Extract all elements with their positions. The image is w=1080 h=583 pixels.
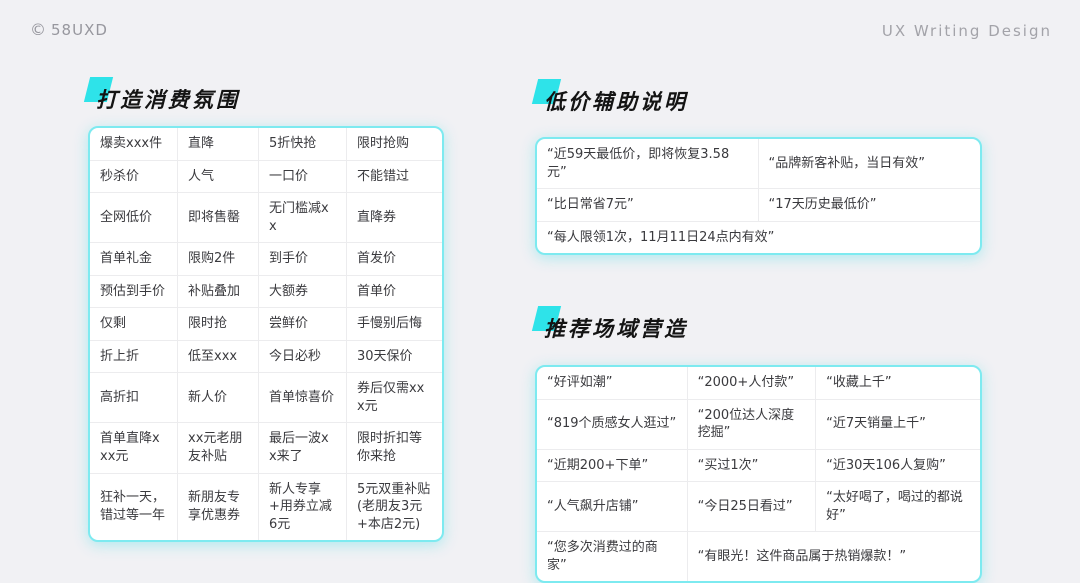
- table-cell: 全网低价: [90, 193, 178, 244]
- table-row: “近59天最低价，即将恢复3.58元”“品牌新客补贴，当日有效”: [537, 139, 980, 190]
- table-cell: 狂补一天，错过等一年: [90, 473, 178, 541]
- table-cell: 限时抢购: [346, 128, 442, 161]
- table-cell: 限购2件: [178, 243, 259, 276]
- table-cell: “人气飙升店铺”: [537, 482, 688, 533]
- table-cell: 人气: [178, 160, 259, 194]
- table-row: “每人限领1次，11月11日24点内有效”: [537, 222, 980, 254]
- section-title-recommend: 推荐场域营造: [531, 306, 688, 343]
- table-row: “好评如潮”“2000+人付款”“收藏上千”: [537, 367, 980, 400]
- table-cell: 新人价: [178, 373, 259, 424]
- table-cell: “近期200+下单”: [537, 449, 688, 483]
- watermark-text: UX Writing Design: [881, 22, 1052, 40]
- table-cell: 不能错过: [346, 161, 442, 194]
- table-cell: 到手价: [258, 243, 347, 276]
- section-title-lowprice: 低价辅助说明: [531, 79, 688, 116]
- table-cell: 仅剩: [90, 308, 178, 341]
- table-cell: 补贴叠加: [178, 275, 259, 309]
- table-cell: “近59天最低价，即将恢复3.58元”: [537, 139, 759, 190]
- table-cell: “太好喝了，喝过的都说好”: [816, 482, 980, 533]
- table-cell: 一口价: [258, 160, 347, 194]
- section-title-text: 打造消费氛围: [96, 88, 240, 112]
- table-row: “近期200+下单”“买过1次”“近30天106人复购”: [537, 449, 980, 483]
- table-row: 仅剩限时抢尝鲜价手慢别后悔: [90, 308, 442, 341]
- table-cell: 限时抢: [178, 308, 259, 341]
- table-cell: 直降券: [346, 193, 442, 244]
- table-cell: “17天历史最低价”: [758, 189, 980, 222]
- table-cell: “每人限领1次，11月11日24点内有效”: [547, 229, 775, 245]
- section-title-atmosphere: 打造消费氛围: [83, 77, 240, 114]
- table-cell: 5折快抢: [258, 128, 347, 161]
- table-cell: xx元老朋友补贴: [178, 423, 259, 474]
- brand-logo-text: 58UXD: [51, 20, 108, 39]
- table-cell: 今日必秒: [258, 340, 347, 374]
- table-cell: “200位达人深度挖掘”: [687, 399, 817, 450]
- table-cell: 首单直降xxx元: [90, 423, 178, 474]
- section-title-text: 推荐场域营造: [544, 317, 688, 341]
- table-row: “819个质感女人逛过”“200位达人深度挖掘”“近7天销量上千”: [537, 399, 980, 450]
- table-cell: 爆卖xxx件: [90, 128, 178, 161]
- table-cell: “比日常省7元”: [537, 189, 759, 222]
- table-cell: “品牌新客补贴，当日有效”: [758, 139, 980, 190]
- table-row: “您多次消费过的商家” “有眼光！这件商品属于热销爆款！”: [537, 532, 980, 582]
- table-cell: 首单惊喜价: [258, 373, 347, 424]
- table-lowprice: “近59天最低价，即将恢复3.58元”“品牌新客补贴，当日有效”“比日常省7元”…: [535, 137, 982, 256]
- copyright-icon: ©: [30, 20, 47, 39]
- table-cell: 券后仅需xxx元: [346, 373, 442, 424]
- table-cell: 限时折扣等你来抢: [346, 423, 442, 474]
- table-cell: “近7天销量上千”: [816, 400, 980, 450]
- table-recommend: “好评如潮”“2000+人付款”“收藏上千”“819个质感女人逛过”“200位达…: [535, 365, 982, 583]
- table-row: “比日常省7元”“17天历史最低价”: [537, 189, 980, 222]
- table-row: 高折扣新人价首单惊喜价券后仅需xxx元: [90, 373, 442, 424]
- table-row: 预估到手价补贴叠加大额券首单价: [90, 275, 442, 309]
- table-cell: 5元双重补贴(老朋友3元+本店2元): [356, 481, 431, 532]
- table-cell: 即将售罄: [178, 193, 259, 244]
- table-cell: “买过1次”: [687, 449, 817, 483]
- table-row: 首单礼金限购2件到手价首发价: [90, 243, 442, 276]
- table-cell: 大额券: [258, 275, 347, 309]
- table-cell: 尝鲜价: [258, 308, 347, 341]
- table-cell: 新人专享+用券立减6元: [259, 473, 347, 541]
- table-cell: 秒杀价: [90, 160, 178, 194]
- brand-logo: © 58UXD: [30, 20, 108, 39]
- table-cell: 高折扣: [90, 373, 178, 424]
- table-row: “人气飙升店铺”“今日25日看过”“太好喝了，喝过的都说好”: [537, 482, 980, 533]
- table-cell: 折上折: [90, 340, 178, 374]
- table-cell: “有眼光！这件商品属于热销爆款！”: [697, 549, 907, 565]
- table-cell: 低至xxx: [178, 340, 259, 374]
- table-cell: “收藏上千”: [816, 367, 980, 400]
- table-cell: 首单礼金: [90, 243, 178, 276]
- table-cell: 新朋友专享优惠券: [178, 473, 259, 541]
- table-cell: 无门槛减xx: [258, 193, 347, 244]
- table-cell: “819个质感女人逛过”: [537, 399, 688, 450]
- table-cell: 30天保价: [346, 341, 442, 374]
- table-cell: 手慢别后悔: [346, 308, 442, 341]
- table-cell: “今日25日看过”: [687, 482, 817, 533]
- table-cell: 首发价: [346, 243, 442, 276]
- table-cell: 最后一波xx来了: [258, 423, 347, 474]
- table-row: 秒杀价人气一口价不能错过: [90, 160, 442, 194]
- table-cell: 首单价: [346, 276, 442, 309]
- section-title-text: 低价辅助说明: [544, 90, 688, 114]
- table-cell: “您多次消费过的商家”: [537, 532, 688, 582]
- table-cell: “好评如潮”: [537, 367, 688, 400]
- table-cell: 直降: [178, 128, 259, 161]
- table-cell: “近30天106人复购”: [816, 450, 980, 483]
- table-cell: 预估到手价: [90, 275, 178, 309]
- table-cell: “2000+人付款”: [687, 367, 817, 400]
